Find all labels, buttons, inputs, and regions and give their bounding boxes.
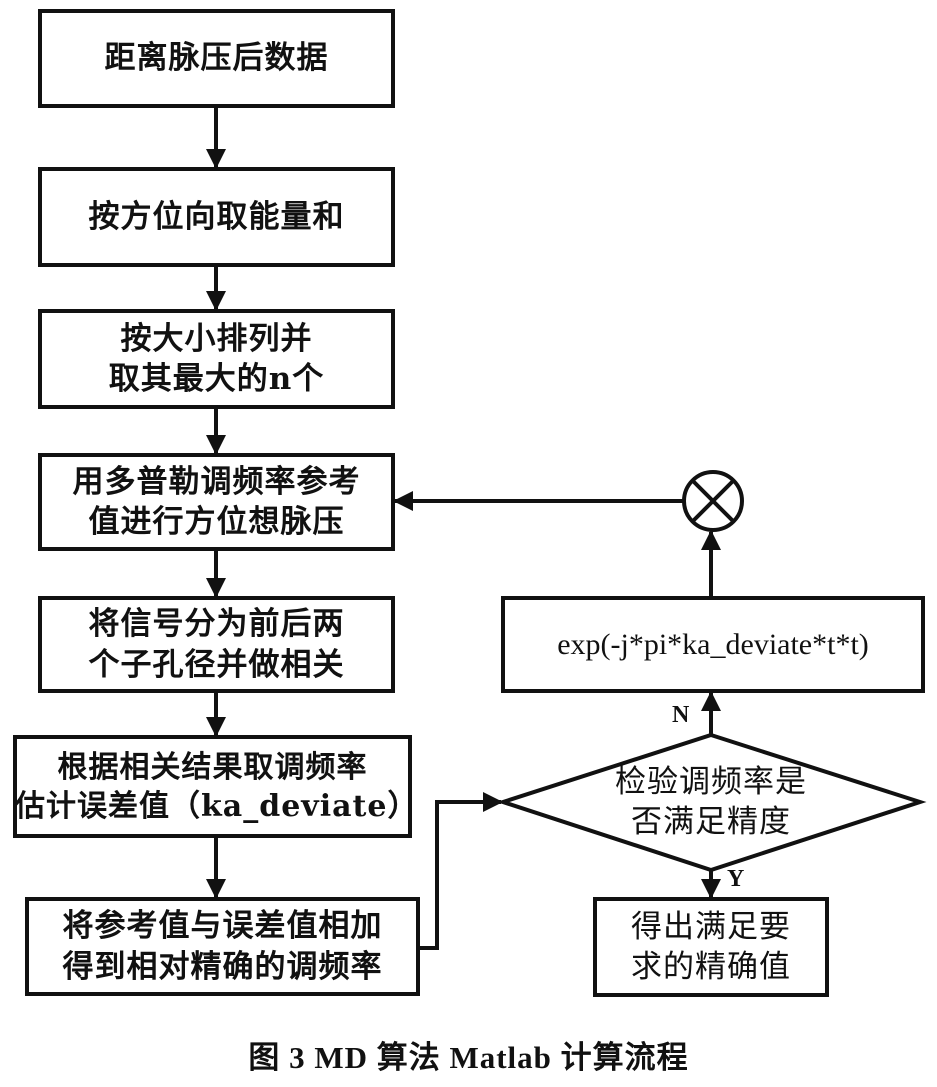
node-n8-label: 检验调频率是 否满足精度 — [615, 763, 807, 840]
node-n4-label: 用多普勒调频率参考 值进行方位想脉压 — [72, 463, 361, 540]
node-n7-label: 将参考值与误差值相加 得到相对精确的调频率 — [62, 908, 383, 985]
node-n9-label: exp(-j*pi*ka_deviate*t*t) — [557, 628, 869, 661]
node-n2-label: 按方位向取能量和 — [88, 198, 345, 235]
figure-caption: 图 3 MD 算法 Matlab 计算流程 — [248, 1040, 689, 1075]
branch-label-yes: Y — [727, 866, 745, 892]
node-n11-label: 得出满足要 求的精确值 — [631, 908, 791, 985]
node-n6-box — [13, 735, 412, 838]
branch-label-no: N — [672, 702, 690, 728]
node-n6-label: 根据相关结果取调频率 估计误差值（ka_deviate） — [15, 749, 419, 824]
node-n11-box — [593, 897, 829, 997]
node-n1-label: 距离脉压后数据 — [104, 40, 329, 77]
node-n5-label: 将信号分为前后两 个子孔径并做相关 — [88, 606, 345, 683]
node-n3-label: 按大小排列并 取其最大的n个 — [108, 320, 325, 397]
node-n10-multiplier-icon — [682, 470, 744, 532]
edge-n7-n8 — [418, 792, 503, 950]
